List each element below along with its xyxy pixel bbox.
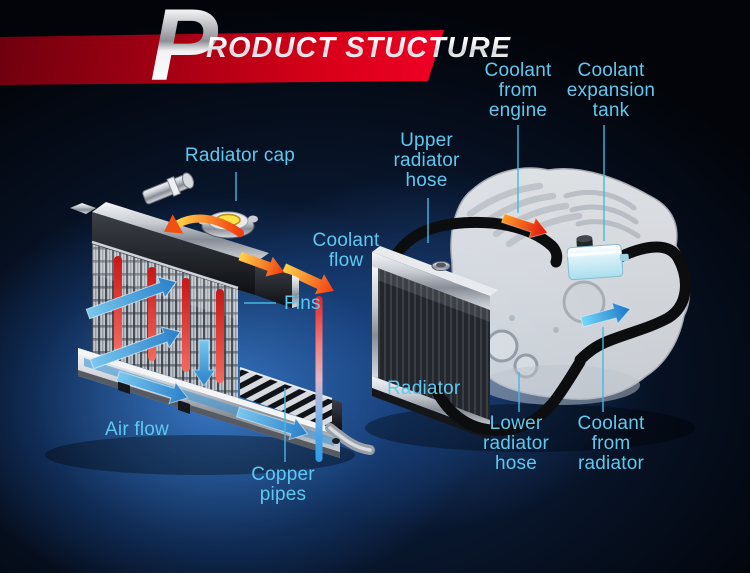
copper-pipes-section (239, 367, 375, 455)
tray-flow-arrow-icon (235, 406, 309, 441)
label-copper-pipes: Copper pipes (251, 464, 315, 505)
label-coolant-expansion-tank: Coolant expansion tank (566, 60, 656, 121)
tray-flow-arrow-icon (115, 370, 189, 405)
coolant-expansion-tank-illustration (566, 235, 629, 281)
page-title: RODUCT STUCTURE (206, 32, 511, 64)
header-banner (0, 30, 444, 85)
label-coolant-from-radiator: Coolant from radiator (577, 413, 645, 474)
label-radiator: Radiator (387, 378, 461, 399)
label-radiator-cap: Radiator cap (184, 145, 296, 166)
coolant-from-radiator-arrow-icon (580, 301, 632, 328)
leader-lines (235, 125, 605, 462)
coolant-flow-indicator-line (315, 296, 323, 462)
coolant-down-arrow-icon (192, 339, 216, 387)
title-initial-letter: P (150, 0, 218, 96)
return-hose (574, 241, 691, 366)
hot-inflow-arrow-icon (164, 214, 244, 237)
label-upper-radiator-hose: Upper radiator hose (393, 130, 460, 191)
air-flow-arrow-icon (89, 326, 182, 370)
label-coolant-flow: Coolant flow (312, 230, 380, 271)
engine-assembly-illustration (365, 167, 695, 452)
coolant-flow-arrow-icon (281, 263, 334, 295)
label-fins: Fins (284, 293, 321, 314)
lower-radiator-hose (430, 356, 586, 436)
air-flow-arrow-icon (85, 276, 178, 320)
hot-outflow-arrow-icon (238, 251, 285, 277)
upper-radiator-hose (384, 216, 563, 274)
label-air-flow: Air flow (105, 419, 169, 440)
cutaway-radiator-illustration (45, 172, 375, 475)
label-lower-radiator-hose: Lower radiator hose (482, 413, 550, 474)
label-coolant-from-engine: Coolant from engine (484, 60, 552, 121)
coolant-from-engine-arrow-icon (500, 213, 549, 239)
